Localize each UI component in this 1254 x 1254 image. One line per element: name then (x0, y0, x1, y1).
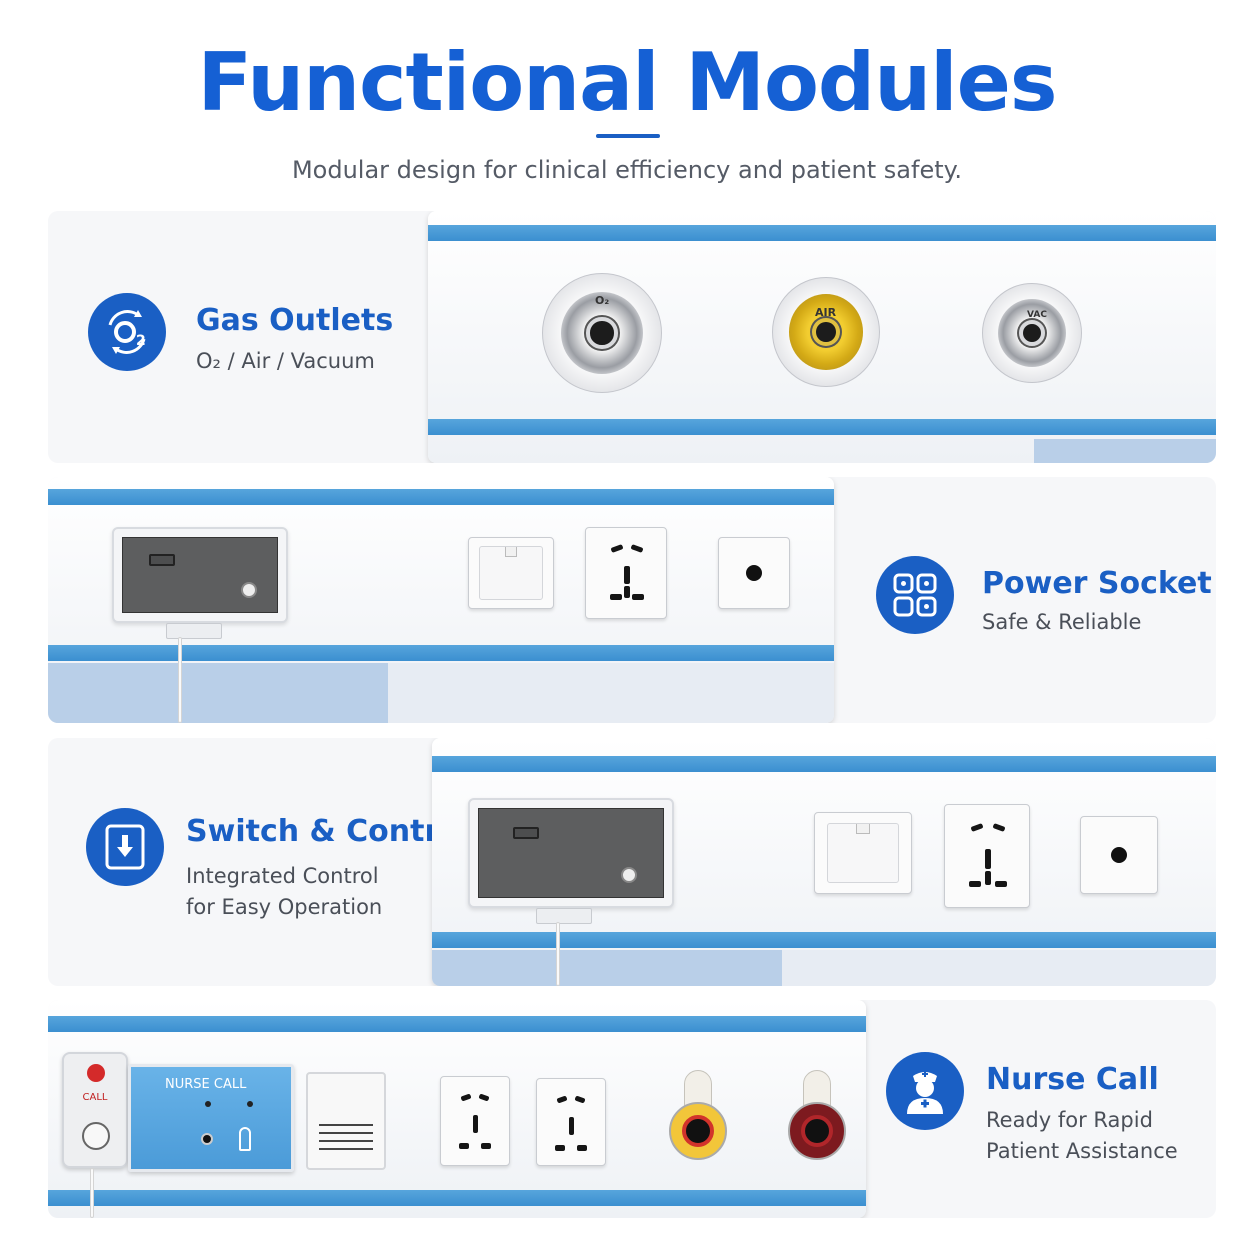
rail-stripe-top (432, 756, 1216, 772)
switch-control-rail (432, 738, 1216, 986)
grid-icon (876, 556, 954, 634)
nurse-call-subtitle: Ready for Rapid Patient Assistance (986, 1108, 1178, 1163)
gas-outlets-card: 2 Gas Outlets O₂ / Air / Vacuum O₂ AIR V… (48, 211, 1216, 463)
switch-control-box (468, 798, 674, 908)
rail-lower-cover (388, 663, 834, 723)
oxygen-outlet[interactable]: O₂ (542, 273, 662, 393)
pull-cord-yellow[interactable] (669, 1070, 727, 1170)
gas-outlet-rail: O₂ AIR VAC (428, 211, 1216, 463)
universal-power-socket[interactable] (585, 527, 667, 619)
power-socket-rail (48, 477, 834, 723)
nurse-call-feature: Nurse Call Ready for Rapid Patient Assis… (886, 1052, 1178, 1167)
switch-control-subtitle: Integrated Control for Easy Operation (186, 864, 383, 919)
nurse-call-panel: NURSE CALL (128, 1064, 294, 1172)
power-button[interactable] (621, 867, 637, 883)
page-title: Functional Modules (197, 36, 1058, 129)
switch-icon (86, 808, 164, 886)
gas-outlets-title: Gas Outlets (196, 303, 394, 338)
nurse-call-title: Nurse Call (986, 1062, 1159, 1097)
universal-power-socket[interactable] (536, 1078, 606, 1166)
universal-power-socket[interactable] (440, 1076, 510, 1166)
switch-panel (478, 808, 664, 898)
pull-cord-red[interactable] (788, 1070, 846, 1170)
power-socket-subtitle: Safe & Reliable (982, 610, 1142, 634)
switch-control-feature: Switch & Control Integrated Control for … (86, 808, 470, 923)
oxygen-outlet-label: O₂ (595, 294, 610, 307)
indicator-dot (205, 1101, 211, 1107)
indicator-light (513, 827, 539, 839)
power-socket-card: Power Socket Safe & Reliable (48, 477, 1216, 723)
o2-icon: 2 (88, 293, 166, 371)
rail-stripe-bottom (428, 419, 1216, 435)
page-subtitle: Modular design for clinical efficiency a… (291, 156, 963, 184)
rail-lower-panel (1034, 439, 1216, 463)
rail-lower-panel (432, 950, 782, 986)
data-jack[interactable] (1080, 816, 1158, 894)
cable (556, 922, 560, 986)
nurse-call-rail: CALL NURSE CALL (48, 1000, 866, 1218)
rail-stripe-bottom (48, 1190, 866, 1206)
person-icon (239, 1127, 251, 1151)
svg-text:2: 2 (136, 333, 146, 349)
cable (90, 1168, 94, 1218)
cable-clip (166, 623, 222, 639)
gas-outlets-feature: 2 Gas Outlets O₂ / Air / Vacuum (88, 293, 393, 377)
data-jack[interactable] (718, 537, 790, 609)
alarm-icon (87, 1064, 105, 1082)
power-socket-title: Power Socket (982, 566, 1212, 601)
covered-socket[interactable] (468, 537, 554, 609)
covered-socket[interactable] (814, 812, 912, 894)
gas-outlets-subtitle: O₂ / Air / Vacuum (196, 349, 375, 373)
switch-control-card: Switch & Control Integrated Control for … (48, 738, 1216, 986)
universal-power-socket[interactable] (944, 804, 1030, 908)
rail-stripe-top (48, 489, 834, 505)
rail-lower-panel (48, 663, 388, 723)
power-socket-feature: Power Socket Safe & Reliable (876, 556, 1212, 638)
audio-jack[interactable] (201, 1133, 213, 1145)
rail-stripe-top (48, 1016, 866, 1032)
indicator-dot (247, 1101, 253, 1107)
rail-stripe-top (428, 225, 1216, 241)
call-button[interactable] (82, 1122, 110, 1150)
switch-panel (122, 537, 278, 613)
cable-clip (536, 908, 592, 924)
vacuum-outlet-label: VAC (1027, 310, 1047, 320)
nurse-icon (886, 1052, 964, 1130)
nurse-call-panel-label: NURSE CALL (165, 1077, 247, 1092)
switch-control-title: Switch & Control (186, 814, 471, 849)
nurse-call-card: CALL NURSE CALL (48, 1000, 1216, 1218)
switch-control-box (112, 527, 288, 623)
power-button[interactable] (241, 582, 257, 598)
title-underline (596, 134, 660, 138)
air-outlet[interactable]: AIR (772, 277, 880, 387)
call-label: CALL (82, 1092, 108, 1103)
speaker-grille (306, 1072, 386, 1170)
rail-stripe-bottom (48, 645, 834, 661)
air-outlet-label: AIR (815, 306, 837, 319)
vacuum-outlet[interactable]: VAC (982, 283, 1082, 383)
rail-stripe-bottom (432, 932, 1216, 948)
indicator-light (149, 554, 175, 566)
cable (178, 637, 182, 723)
call-button-box: CALL (62, 1052, 128, 1168)
rail-lower-cover (782, 950, 1216, 986)
